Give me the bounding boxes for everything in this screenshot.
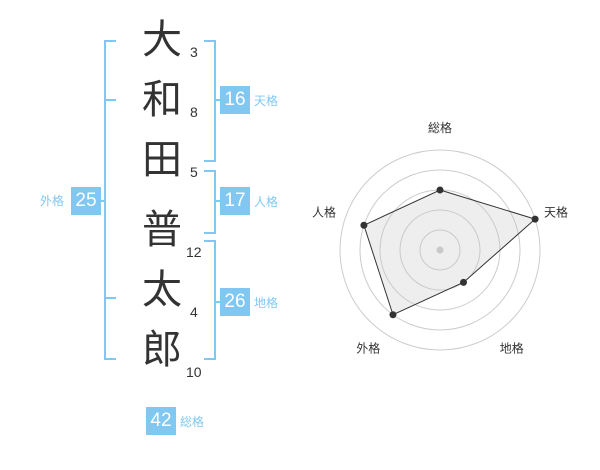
radar-area [363,189,537,316]
radar-ring [399,209,481,291]
name-char: 和 [142,77,182,123]
radar-axis-label: 地格 [500,341,524,356]
stroke-count: 3 [190,44,198,60]
radar-axis-label: 人格 [312,204,336,219]
bracket-tick [214,301,220,303]
radar-point [389,311,397,319]
bracket-tick [104,297,116,299]
gaikaku-label: 外格 [40,194,65,208]
name-char: 普 [142,207,182,253]
tenkaku-value: 16 [220,86,250,114]
name-char: 郎 [142,327,182,373]
radar-point [531,215,539,223]
gaikaku-value: 25 [71,187,101,215]
jinkaku-label: 人格 [254,195,279,209]
radar-ring [359,169,521,331]
name-char: 太 [142,267,182,313]
stroke-count: 12 [186,244,202,260]
bracket-tick [214,99,220,101]
radar-point [360,221,368,229]
bracket-tick [96,200,106,202]
stroke-count: 8 [190,104,198,120]
bracket-tick [104,99,116,101]
name-char: 田 [142,137,182,183]
radar-axis-label: 外格 [356,341,380,356]
jinkaku-bracket [204,170,216,234]
chikaku-label: 地格 [254,296,279,310]
radar-ring [339,149,541,351]
radar-center [436,246,444,254]
soukaku-value: 42 [146,407,176,435]
radar-axis-label: 天格 [544,204,568,219]
stroke-count: 4 [190,304,198,320]
tenkaku-label: 天格 [254,94,279,108]
stroke-count: 10 [186,364,202,380]
radar-point [460,278,468,286]
radar-point [436,186,444,194]
chikaku-value: 26 [220,288,250,316]
chikaku-bracket [204,240,216,360]
soukaku-label: 総格 [180,415,205,429]
radar-ring [419,229,461,271]
bracket-tick [214,200,220,202]
jinkaku-value: 17 [220,187,250,215]
name-char: 大 [142,17,182,63]
tenkaku-bracket [204,40,216,162]
stroke-count: 5 [190,164,198,180]
radar-axis-label: 総格 [428,120,452,135]
